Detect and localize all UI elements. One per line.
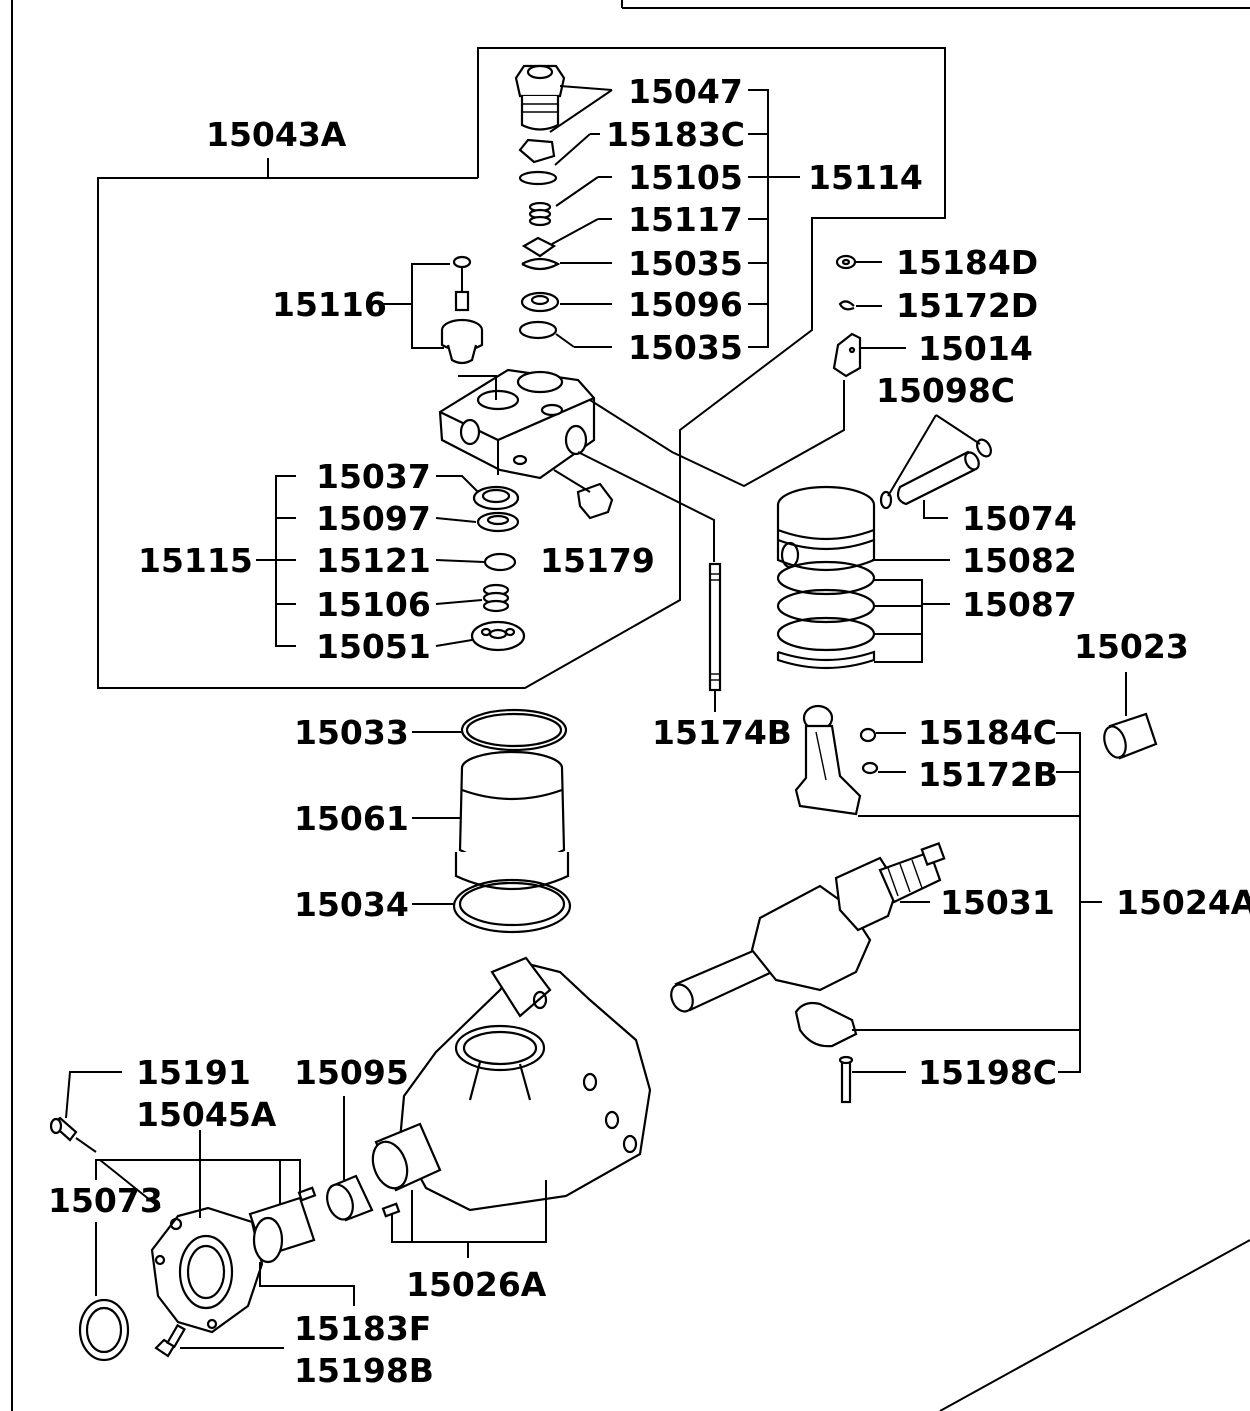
label-15105: 15105 [628, 158, 743, 197]
label-15014: 15014 [918, 329, 1033, 368]
label-15035-a: 15035 [628, 244, 743, 283]
stud-part [708, 562, 722, 692]
label-15116: 15116 [272, 285, 387, 324]
crankcase-part [371, 956, 652, 1212]
label-15045A: 15045A [136, 1095, 277, 1134]
head-assembly-outline [97, 47, 946, 689]
bolt-15198B-part [154, 1323, 186, 1358]
conrod-nut-part [859, 727, 877, 743]
valve-seat-part [518, 138, 558, 186]
piston-part [776, 485, 876, 572]
label-15097: 15097 [316, 499, 431, 538]
label-15035-b: 15035 [628, 328, 743, 367]
label-15051: 15051 [316, 627, 431, 666]
label-15026A: 15026A [406, 1265, 547, 1304]
label-15074: 15074 [962, 499, 1077, 538]
label-15106: 15106 [316, 585, 431, 624]
piston-rings-part [776, 560, 876, 670]
plate-15051-part [470, 620, 526, 652]
spring-15106-part [482, 583, 510, 613]
label-15047: 15047 [628, 72, 743, 111]
nut-15184D-part [835, 254, 857, 270]
label-15095: 15095 [294, 1053, 409, 1092]
label-15121: 15121 [316, 541, 431, 580]
label-15073: 15073 [48, 1181, 163, 1220]
label-15183C: 15183C [606, 115, 745, 154]
label-15031: 15031 [940, 883, 1055, 922]
label-15184C: 15184C [918, 713, 1057, 752]
label-15023: 15023 [1074, 627, 1189, 666]
bearing-15095-part [326, 1174, 374, 1222]
part-labels: 15047 15183C 15105 15114 15117 15035 150… [48, 72, 1250, 1390]
label-15115: 15115 [138, 541, 253, 580]
label-15034: 15034 [294, 885, 409, 924]
label-15117: 15117 [628, 200, 743, 239]
oil-seal-part [78, 1298, 130, 1362]
label-15061: 15061 [294, 799, 409, 838]
diagram-frame [11, 0, 1250, 1411]
label-15198B: 15198B [294, 1351, 434, 1390]
bracket-15014-part [832, 332, 862, 378]
washer-15172D-part [838, 300, 855, 311]
label-15043A: 15043A [206, 115, 347, 154]
ball-15121-part [483, 552, 517, 572]
label-15033: 15033 [294, 713, 409, 752]
label-15096: 15096 [628, 285, 743, 324]
washer-15097-part [476, 511, 520, 533]
valve-plate-part [521, 236, 561, 271]
connecting-rod-part [794, 704, 862, 816]
conrod-cap-part [794, 1001, 858, 1048]
cylinder-head-part [438, 368, 596, 480]
label-15082: 15082 [962, 541, 1077, 580]
label-15024A: 15024A [1116, 883, 1250, 922]
label-15198C: 15198C [918, 1053, 1057, 1092]
label-15184D: 15184D [896, 243, 1038, 282]
label-15037: 15037 [316, 457, 431, 496]
dowel-pin-part [297, 1186, 401, 1218]
label-15179: 15179 [540, 541, 655, 580]
label-15183F: 15183F [294, 1309, 431, 1348]
conrod-washer-part [861, 761, 879, 775]
breather-part [49, 1116, 78, 1142]
o-ring-15033-part [460, 708, 568, 752]
label-15087: 15087 [962, 585, 1077, 624]
cylinder-liner-part [454, 750, 570, 890]
plug-part [576, 482, 614, 520]
label-15172D: 15172D [896, 286, 1038, 325]
conrod-bolt-part [838, 1055, 854, 1104]
label-15172B: 15172B [918, 755, 1058, 794]
label-15174B: 15174B [652, 713, 792, 752]
piston-pin-part [896, 450, 980, 506]
label-15098C: 15098C [876, 371, 1015, 410]
valve-seat-washer-part [518, 291, 560, 340]
label-15114: 15114 [808, 158, 923, 197]
valve-cap-part [514, 64, 566, 131]
crankshaft-part [670, 841, 946, 1013]
valve-spring-part [528, 201, 552, 227]
unloader-part [440, 255, 484, 365]
gasket-15037-part [472, 485, 520, 511]
bushing-part [1103, 712, 1158, 760]
label-15191: 15191 [136, 1053, 251, 1092]
bearing-housing-part [150, 1196, 316, 1334]
o-ring-15034-part [452, 878, 572, 934]
piston-pin-clip-part [879, 438, 992, 510]
leader-lines [65, 85, 1127, 1349]
